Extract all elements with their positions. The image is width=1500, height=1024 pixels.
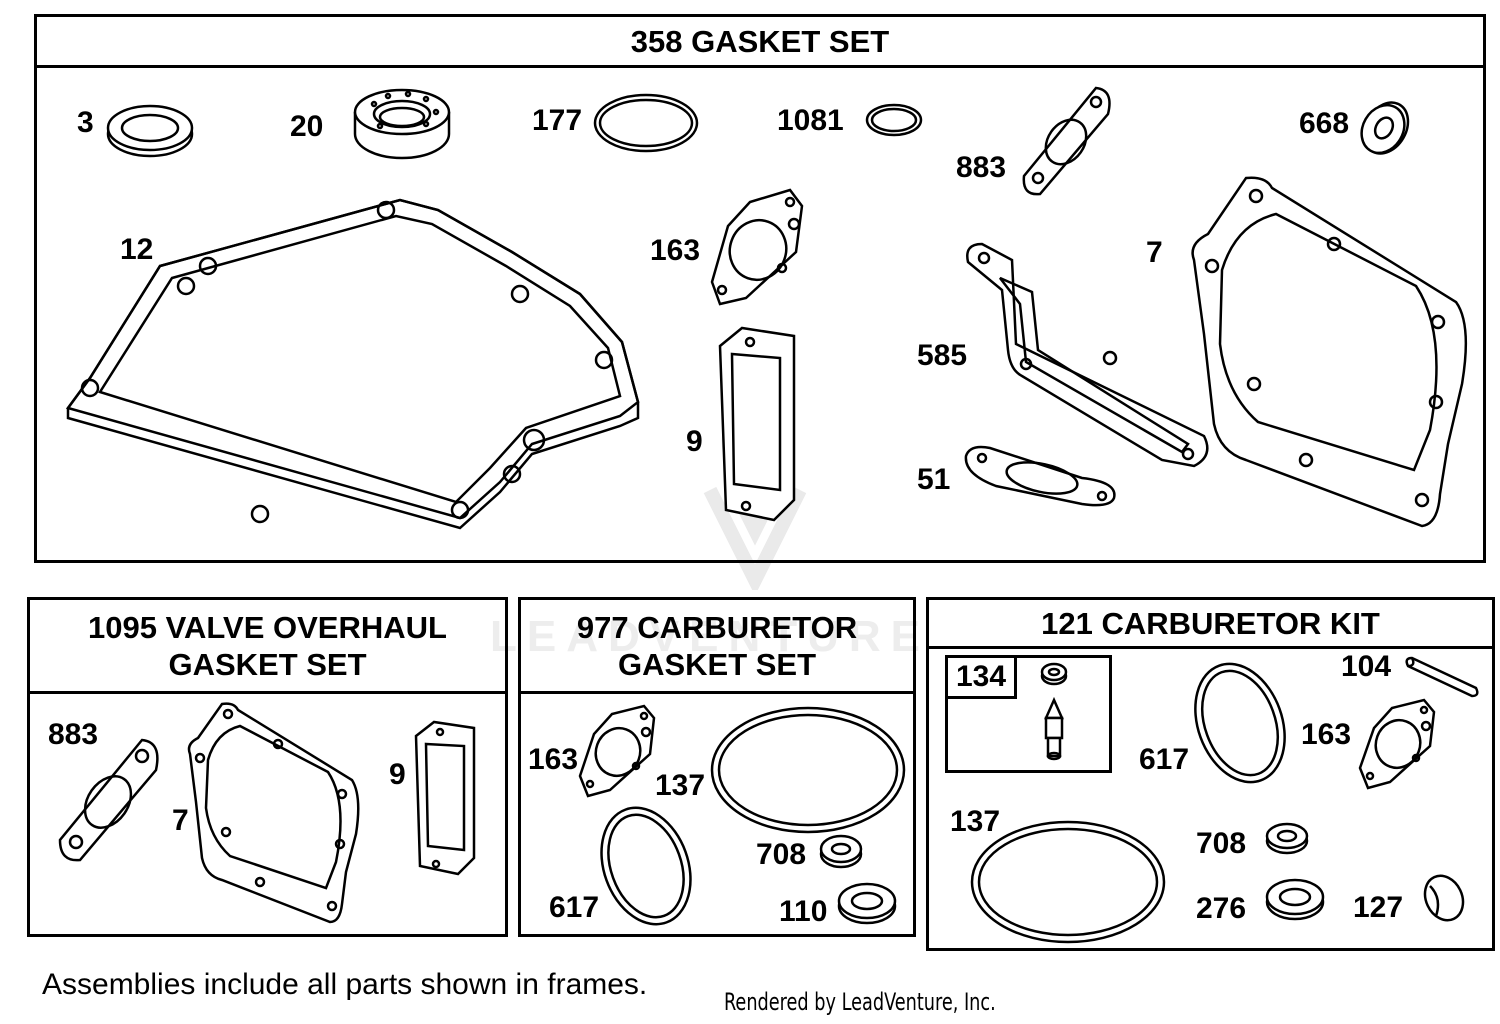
head-gasket-7-part-illustration	[1191, 176, 1468, 528]
carb-gasket-label-163: 163	[528, 743, 579, 776]
intake-gasket-883-part-illustration	[1022, 86, 1111, 196]
valve-overhaul-head-gasket-illustration	[187, 702, 360, 924]
carb-gasket-163-illustration	[578, 704, 656, 798]
carb-gasket-label-708: 708	[756, 838, 807, 871]
carb-gasket-110-washer-illustration	[837, 882, 897, 925]
carb-kit-127-welch-plug-illustration	[1423, 874, 1465, 922]
carburetor-kit-frame: 121 CARBURETOR KIT	[926, 597, 1495, 951]
valve-overhaul-label-883: 883	[48, 718, 99, 751]
part-label-9: 9	[686, 425, 703, 458]
valve-overhaul-label-9: 9	[389, 758, 406, 791]
carb-kit-137-ring-illustration	[970, 820, 1166, 944]
carb-kit-276-washer-illustration	[1265, 878, 1325, 921]
breather-gasket-9-part-illustration	[718, 326, 796, 522]
part-label-883: 883	[956, 151, 1007, 184]
carb-kit-label-127: 127	[1353, 891, 1404, 924]
o-ring-large-part-illustration	[593, 93, 699, 153]
part-label-1081: 1081	[777, 104, 844, 137]
part-label-585: 585	[917, 339, 968, 372]
rendered-by-credit: Rendered by LeadVenture, Inc.	[724, 988, 996, 1016]
valve-overhaul-label-7: 7	[172, 804, 189, 837]
valve-overhaul-intake-gasket-illustration	[58, 738, 159, 862]
part-label-163: 163	[650, 234, 701, 267]
carb-kit-617-ring-illustration	[1194, 662, 1286, 784]
carburetor-kit-title: 121 CARBURETOR KIT	[929, 600, 1492, 649]
carb-gasket-617-ring-illustration	[600, 806, 692, 926]
part-label-668: 668	[1299, 107, 1350, 140]
exhaust-gasket-51-part-illustration	[964, 445, 1116, 507]
washer-668-part-illustration	[1360, 101, 1410, 155]
needle-valve-sub-frame: 134	[945, 655, 1112, 773]
seal-ring-part-illustration	[106, 104, 194, 158]
carb-kit-label-276: 276	[1196, 892, 1247, 925]
carburetor-gasket-set-title: 977 CARBURETOR GASKET SET	[521, 600, 913, 694]
carburetor-gasket-163-part-illustration	[710, 188, 804, 306]
carb-kit-104-pin-illustration	[1405, 656, 1479, 698]
part-label-20: 20	[290, 110, 324, 143]
part-label-177: 177	[532, 104, 583, 137]
carb-kit-label-163: 163	[1301, 718, 1352, 751]
gasket-set-frame: 358 GASKET SET	[34, 14, 1486, 563]
carb-gasket-label-137: 137	[655, 769, 706, 802]
assemblies-note: Assemblies include all parts shown in fr…	[42, 968, 648, 1001]
watermark-text: LEADVENTURE	[490, 612, 931, 661]
carb-gasket-label-617: 617	[549, 891, 600, 924]
valve-overhaul-title-line2: GASKET SET	[168, 646, 367, 682]
part-label-7: 7	[1146, 236, 1163, 269]
needle-valve-sub-label-134: 134	[948, 658, 1018, 699]
crankcase-gasket-part-illustration	[65, 198, 640, 530]
part-label-51: 51	[917, 463, 951, 496]
carb-kit-label-617: 617	[1139, 743, 1190, 776]
part-label-3: 3	[77, 106, 94, 139]
o-ring-small-part-illustration	[865, 103, 923, 137]
carb-gasket-label-110: 110	[779, 895, 828, 928]
valve-overhaul-gasket-set-frame: 1095 VALVE OVERHAUL GASKET SET	[27, 597, 508, 937]
carb-kit-708-washer-illustration	[1265, 822, 1309, 855]
carb-gasket-708-washer-illustration	[819, 834, 863, 869]
valve-overhaul-title: 1095 VALVE OVERHAUL GASKET SET	[30, 600, 505, 694]
gasket-set-title: 358 GASKET SET	[37, 17, 1483, 68]
exhaust-gasket-585-part-illustration	[966, 242, 1209, 468]
carburetor-gasket-set-title-line1: 977 CARBURETOR	[576, 609, 858, 645]
carb-gasket-137-ring-illustration	[710, 706, 906, 834]
carb-kit-163-gasket-illustration	[1358, 698, 1436, 790]
part-label-12: 12	[120, 233, 154, 266]
carb-kit-label-708: 708	[1196, 827, 1247, 860]
carb-kit-label-104: 104	[1341, 650, 1392, 683]
valve-overhaul-breather-gasket-illustration	[414, 720, 476, 876]
carburetor-gasket-set-frame: 977 CARBURETOR GASKET SET	[518, 597, 916, 937]
carb-kit-label-137: 137	[950, 805, 1001, 838]
oil-seal-part-illustration	[353, 88, 451, 160]
needle-valve-134-illustration	[1040, 662, 1068, 761]
carburetor-gasket-set-title-line2: GASKET SET	[617, 646, 817, 682]
valve-overhaul-title-line1: 1095 VALVE OVERHAUL	[88, 609, 447, 645]
